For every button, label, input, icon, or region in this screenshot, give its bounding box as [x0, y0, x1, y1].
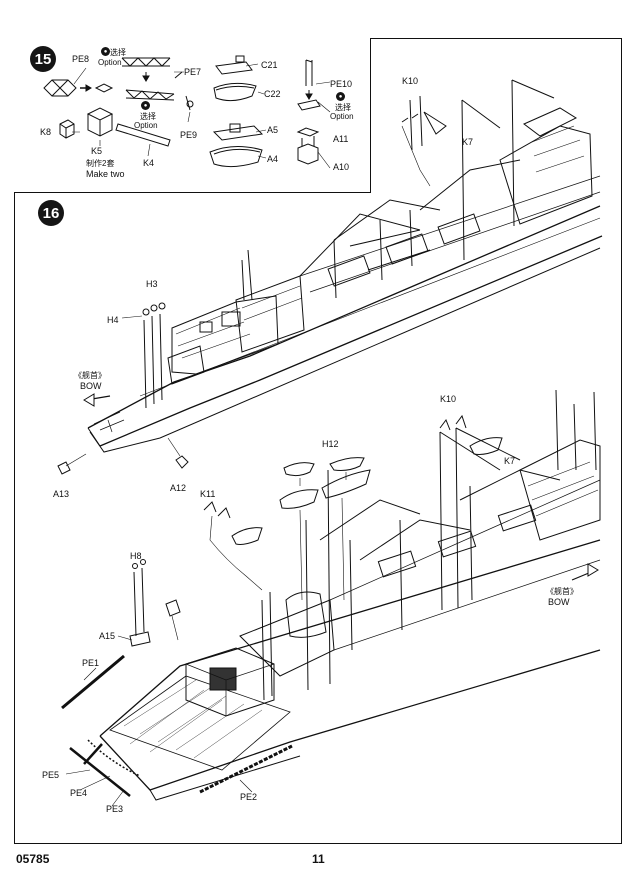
option-1-en: Option — [98, 58, 122, 67]
upper-bow-cn: 《舰首》 — [74, 371, 106, 380]
lower-label-k7: K7 — [504, 456, 516, 466]
option-marker-icon: ● — [336, 92, 345, 101]
lower-label-pe4: PE4 — [70, 788, 88, 798]
label-a10: A10 — [333, 162, 350, 172]
option-3-en: Option — [330, 112, 354, 121]
option-1-cn: 选择 — [110, 48, 126, 57]
option-2-en: Option — [134, 121, 158, 130]
option-3-cn: 选择 — [335, 103, 351, 112]
step-15-drawing — [43, 55, 331, 169]
page-number: 11 — [312, 852, 325, 866]
label-a4: A4 — [267, 154, 279, 164]
step-16-badge: 16 — [38, 200, 64, 226]
lower-label-pe2: PE2 — [240, 792, 258, 802]
lower-label-pe1: PE1 — [82, 658, 100, 668]
label-pe9: PE9 — [180, 130, 198, 140]
kit-code: 05785 — [16, 852, 50, 866]
lower-label-k10: K10 — [440, 394, 457, 404]
step-15-badge: 15 — [30, 46, 56, 72]
option-marker-icon: ● — [141, 101, 150, 110]
label-c21: C21 — [261, 60, 278, 70]
label-c22: C22 — [264, 89, 281, 99]
lower-bow-cn: 《舰首》 — [546, 587, 578, 596]
lower-label-a15: A15 — [99, 631, 116, 641]
label-pe10: PE10 — [330, 79, 353, 89]
option-marker-icon: ● — [101, 47, 110, 56]
label-pe7: PE7 — [184, 67, 202, 77]
step-15-number: 15 — [34, 50, 52, 68]
label-a11: A11 — [333, 134, 349, 144]
upper-label-k7: K7 — [462, 137, 474, 147]
lower-label-pe3: PE3 — [106, 804, 124, 814]
upper-label-a12: A12 — [170, 483, 187, 493]
lower-label-h12: H12 — [322, 439, 339, 449]
upper-label-a13: A13 — [53, 489, 70, 499]
step-16-number: 16 — [42, 204, 60, 222]
label-pe8: PE8 — [72, 54, 90, 64]
label-k8: K8 — [40, 127, 52, 137]
lower-label-h8: H8 — [130, 551, 142, 561]
lower-label-k11: K11 — [200, 489, 216, 499]
label-k4: K4 — [143, 158, 155, 168]
make-two-cn: 制作2套 — [86, 159, 115, 168]
option-2-cn: 选择 — [140, 112, 156, 121]
upper-label-h4: H4 — [107, 315, 119, 325]
label-a5: A5 — [267, 125, 279, 135]
upper-bow-en: BOW — [80, 381, 102, 391]
upper-label-h3: H3 — [146, 279, 158, 289]
lower-label-pe5: PE5 — [42, 770, 60, 780]
label-k5: K5 — [91, 146, 103, 156]
lower-bow-en: BOW — [548, 597, 570, 607]
make-two-en: Make two — [86, 169, 125, 179]
upper-label-k10: K10 — [402, 76, 419, 86]
